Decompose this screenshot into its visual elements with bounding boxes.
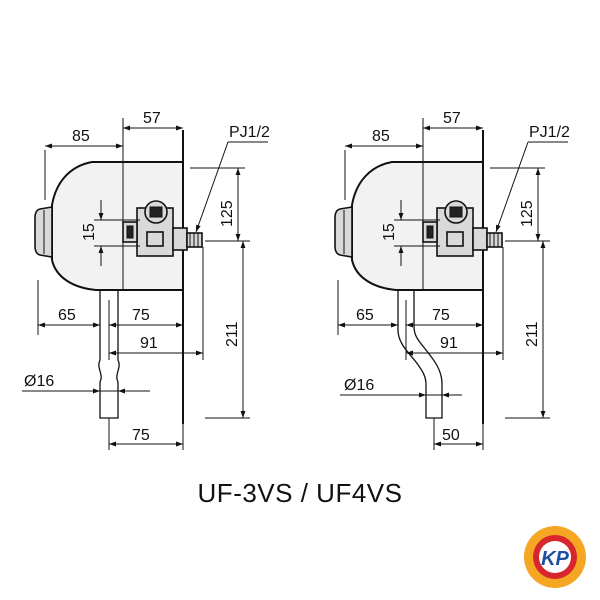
dim-15: 15 [381, 223, 398, 241]
dim-bottom: 50 [442, 427, 460, 444]
dim-diameter: Ø16 [344, 377, 374, 394]
dim-75-top: 75 [432, 307, 450, 324]
dim-65: 65 [356, 307, 374, 324]
dim-75-top: 75 [132, 307, 150, 324]
dim-bottom: 75 [132, 427, 150, 444]
dim-65: 65 [58, 307, 76, 324]
outlet-thread [172, 227, 188, 251]
dim-125: 125 [519, 200, 536, 227]
dim-211: 211 [224, 321, 241, 347]
outlet-thread [472, 227, 488, 251]
dim-57: 57 [143, 110, 161, 127]
thread-label: PJ1/2 [529, 124, 570, 141]
logo-text: KP [541, 548, 569, 570]
right-view: 85 57 PJ1/2 15 125 65 75 91 211 Ø16 50 [334, 110, 570, 450]
dim-57: 57 [443, 110, 461, 127]
dim-15: 15 [81, 223, 98, 241]
model-caption: UF-3VS / UF4VS [197, 478, 403, 508]
left-view: 85 57 PJ1/2 15 125 65 75 91 211 Ø16 75 [22, 110, 270, 450]
dim-125: 125 [219, 200, 236, 227]
kp-logo: KP [524, 526, 586, 588]
thread-label: PJ1/2 [229, 124, 270, 141]
dim-85: 85 [72, 128, 90, 145]
dim-diameter: Ø16 [24, 373, 54, 390]
dim-91: 91 [140, 335, 158, 352]
dim-211: 211 [524, 321, 541, 347]
dim-85: 85 [372, 128, 390, 145]
dim-91: 91 [440, 335, 458, 352]
